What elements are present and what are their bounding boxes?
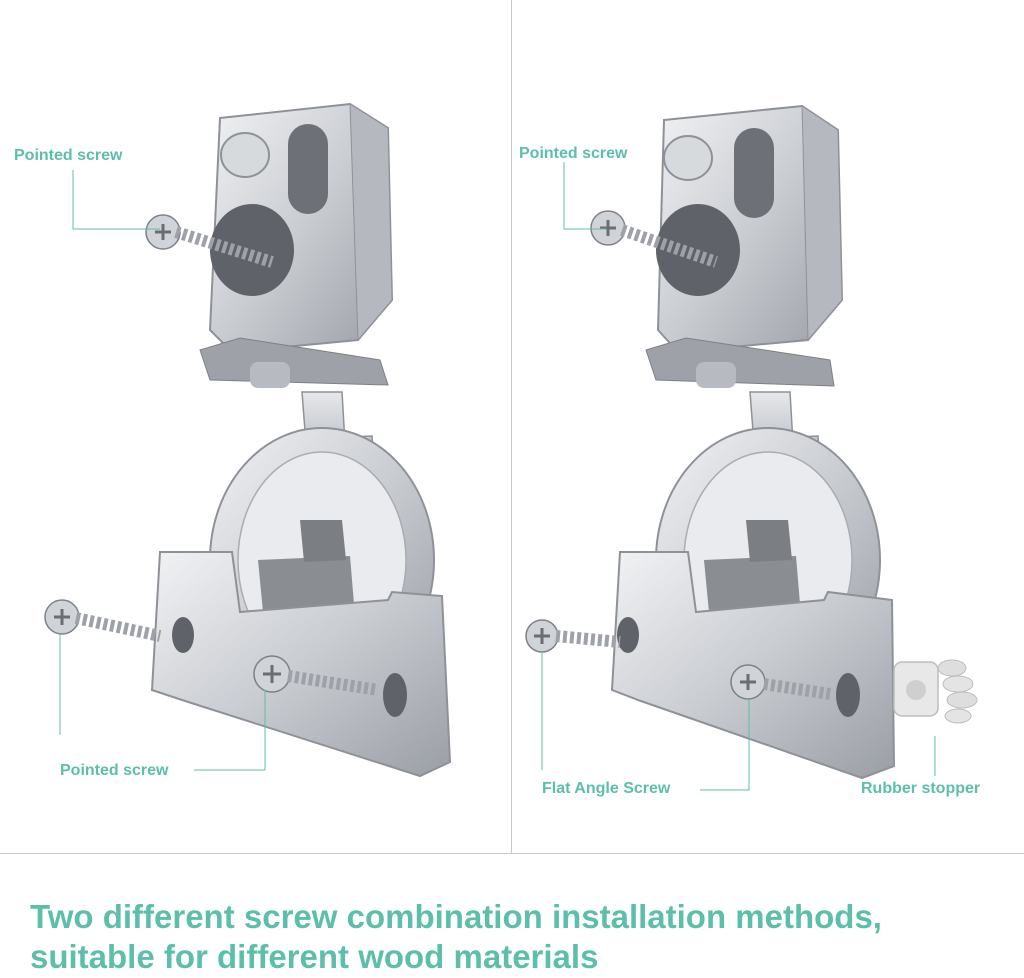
callout-label-rubber-stopper: Rubber stopper bbox=[861, 780, 981, 797]
rubber-stopper-icon bbox=[893, 659, 978, 724]
callout-label-pointed-screw: Pointed screw bbox=[60, 762, 169, 779]
screw-icon bbox=[145, 214, 274, 268]
screw-icon bbox=[44, 599, 162, 642]
callout-label-pointed-screw: Pointed screw bbox=[14, 147, 123, 164]
callout-label-flat-angle-screw: Flat Angle Screw bbox=[542, 780, 671, 797]
panel-pointed-screws: Pointed screw Pointed screw bbox=[0, 0, 511, 853]
panel-divider-vertical bbox=[511, 0, 512, 853]
screw-icon bbox=[525, 619, 621, 653]
callout-label-pointed-screw: Pointed screw bbox=[519, 145, 628, 162]
callout-leaders bbox=[541, 162, 936, 791]
panel-flat-angle-screw: Pointed screw Flat Angle Screw Rubber st… bbox=[512, 0, 1024, 853]
caption-line-1: Two different screw combination installa… bbox=[30, 898, 882, 935]
hinge-cup bbox=[610, 427, 896, 780]
screw-icon bbox=[730, 664, 831, 700]
page-caption: Two different screw combination installa… bbox=[30, 897, 1010, 977]
hinge-cup bbox=[150, 427, 452, 778]
callout-leaders bbox=[59, 170, 266, 771]
screw-icon bbox=[590, 210, 718, 268]
caption-line-2: suitable for different wood materials bbox=[30, 938, 599, 975]
mounting-plate bbox=[199, 102, 394, 388]
screw-icon bbox=[253, 655, 379, 696]
hinge-illustration bbox=[44, 102, 452, 778]
hinge-illustration bbox=[525, 104, 978, 791]
panel-divider-horizontal bbox=[0, 853, 1024, 854]
